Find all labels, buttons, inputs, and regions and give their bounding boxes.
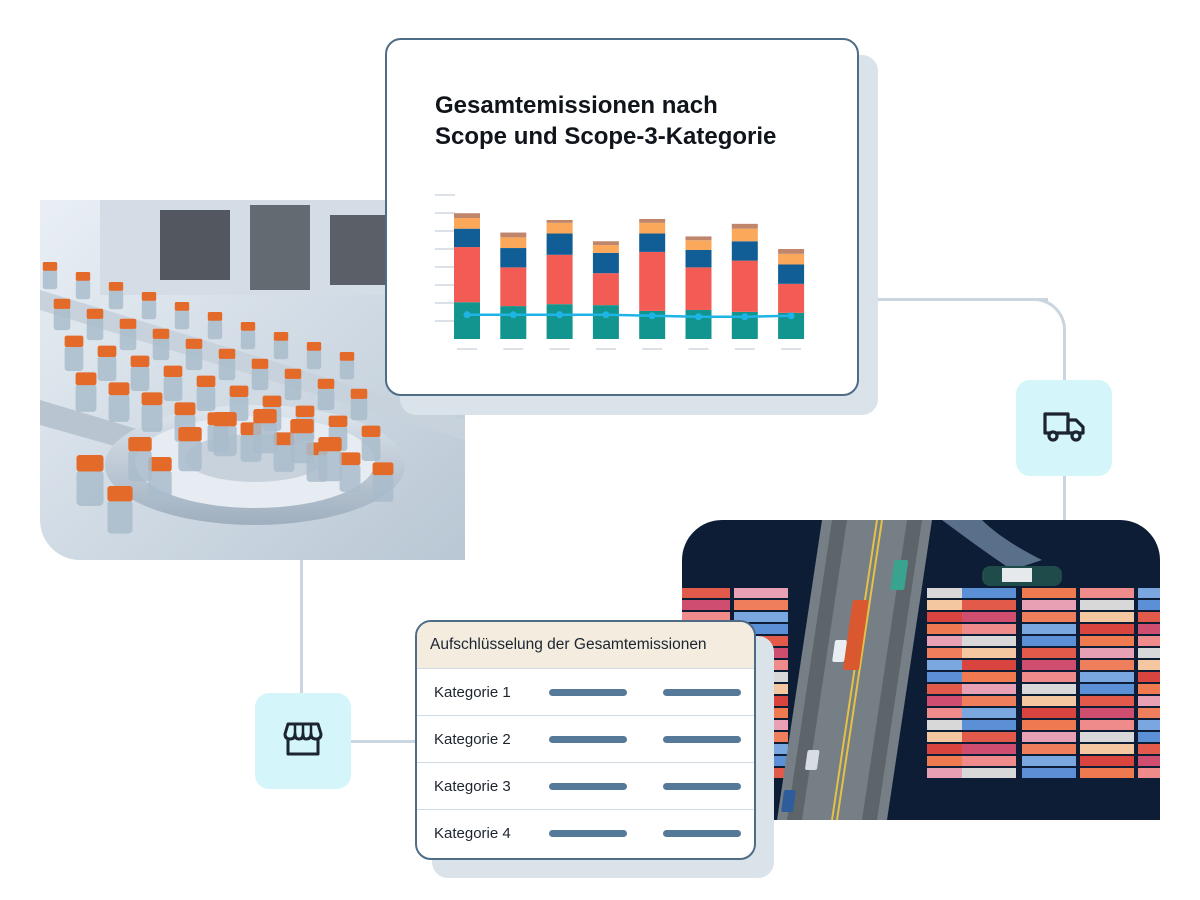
bar-segment — [685, 249, 712, 268]
bar-segment — [778, 264, 805, 284]
connector-chart-to-truck-corner — [1030, 298, 1066, 334]
bar-segment — [454, 213, 480, 219]
placeholder-bar — [549, 782, 627, 790]
store-tile — [255, 693, 351, 789]
connector-truck-v-bottom — [1063, 474, 1066, 522]
bar-segment — [639, 222, 666, 234]
bar-segment — [500, 306, 527, 339]
bar-segment — [592, 305, 619, 339]
table-row: Kategorie 4 — [417, 809, 754, 856]
stacked-bar-chart — [435, 194, 805, 350]
placeholder-bar — [663, 688, 741, 696]
bar-segment — [500, 267, 527, 307]
trend-point — [695, 313, 702, 321]
store-icon — [283, 721, 323, 762]
placeholder-bar — [663, 782, 741, 790]
trend-point — [463, 311, 471, 319]
trend-line — [467, 313, 792, 318]
bar-segment — [639, 219, 666, 223]
bar-segment — [639, 233, 666, 252]
bar-segment — [454, 247, 480, 303]
bar-segment — [592, 252, 619, 274]
bar-segment — [500, 232, 527, 238]
table-header: Aufschlüsselung der Gesamtemissionen — [417, 622, 754, 668]
trend-point — [648, 312, 656, 320]
connector-chart-to-truck-h — [858, 298, 1048, 301]
emissions-chart-card: Gesamtemissionen nach Scope und Scope-3-… — [385, 38, 859, 396]
connector-store-to-table — [349, 740, 417, 743]
bar-segment — [731, 260, 758, 312]
bar-segment — [546, 222, 573, 234]
trend-point — [741, 313, 749, 321]
truck-icon — [1042, 409, 1086, 448]
bar-segment — [639, 251, 666, 311]
bar-segment — [778, 249, 805, 254]
bar-segment — [592, 241, 619, 246]
placeholder-bar — [549, 829, 627, 837]
row-label: Kategorie 1 — [434, 683, 511, 701]
row-label: Kategorie 2 — [434, 730, 511, 748]
row-label: Kategorie 4 — [434, 824, 511, 842]
trend-point — [787, 312, 795, 320]
trend-point — [509, 311, 517, 319]
trend-point — [556, 311, 564, 319]
emissions-breakdown-table: Aufschlüsselung der Gesamtemissionen Kat… — [415, 620, 756, 860]
bar-segment — [778, 253, 805, 265]
bar-segment — [685, 267, 712, 310]
placeholder-bar — [549, 688, 627, 696]
bar-segment — [685, 236, 712, 241]
chart-title: Gesamtemissionen nach Scope und Scope-3-… — [435, 92, 777, 150]
placeholder-bar — [663, 829, 741, 837]
row-label: Kategorie 3 — [434, 777, 511, 795]
bar-segment — [454, 218, 480, 229]
bar-segment — [731, 228, 758, 242]
bar-segment — [454, 302, 480, 339]
table-row: Kategorie 2 — [417, 715, 754, 762]
bar-segment — [731, 223, 758, 229]
bar-segment — [500, 248, 527, 268]
placeholder-bar — [549, 735, 627, 743]
bar-segment — [546, 304, 573, 339]
truck-tile — [1016, 380, 1112, 476]
bar-segment — [592, 273, 619, 306]
bar-segment — [731, 241, 758, 261]
bar-segment — [546, 219, 573, 223]
connector-truck-v-top — [1063, 330, 1066, 382]
bar-segment — [778, 283, 805, 313]
bar-segment — [500, 237, 527, 249]
bar-segment — [592, 245, 619, 253]
bar-segment — [454, 228, 480, 248]
table-row: Kategorie 1 — [417, 668, 754, 715]
trend-point — [602, 311, 610, 319]
table-row: Kategorie 3 — [417, 762, 754, 809]
bar-segment — [546, 254, 573, 305]
connector-photo-to-store — [300, 555, 303, 695]
bar-segment — [685, 240, 712, 250]
placeholder-bar — [663, 735, 741, 743]
bar-segment — [546, 233, 573, 255]
